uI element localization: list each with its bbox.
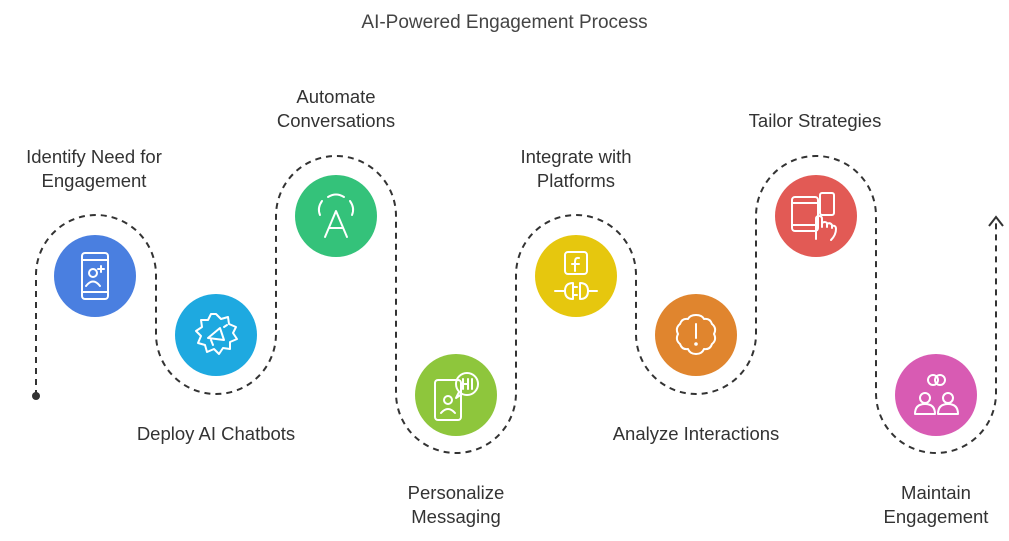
megaphone-badge-icon — [195, 313, 238, 355]
phone-add-user-icon — [81, 252, 109, 300]
step-3-node — [295, 175, 377, 257]
step-7-label: Tailor Strategies — [748, 110, 882, 131]
people-link-icon — [914, 374, 959, 415]
alert-badge-icon — [675, 314, 717, 355]
step-6-label: Analyze Interactions — [612, 423, 780, 444]
facebook-plug-icon — [554, 251, 598, 300]
step-8-node — [895, 354, 977, 436]
step-5-label: Integrate with Platforms — [520, 146, 632, 191]
step-4-label: Personalize Messaging — [407, 482, 505, 527]
diagram-title: AI-Powered Engagement Process — [361, 12, 648, 33]
step-1-label: Identify Need for Engagement — [26, 146, 162, 191]
step-3-label: Automate Conversations — [276, 86, 396, 131]
step-8-label: Maintain Engagement — [883, 482, 989, 527]
step-2-label: Deploy AI Chatbots — [136, 423, 296, 444]
phone-hi-bubble-icon — [434, 372, 479, 421]
path-start-dot — [32, 392, 40, 400]
step-2-node — [175, 294, 257, 376]
step-7-node — [775, 175, 857, 257]
step-4-node — [415, 354, 497, 436]
step-5-node — [535, 235, 617, 317]
signal-a-icon — [317, 193, 355, 238]
devices-hand-icon — [791, 192, 837, 241]
step-6-node — [655, 294, 737, 376]
step-1-node — [54, 235, 136, 317]
path-end-arrow — [988, 215, 1004, 227]
